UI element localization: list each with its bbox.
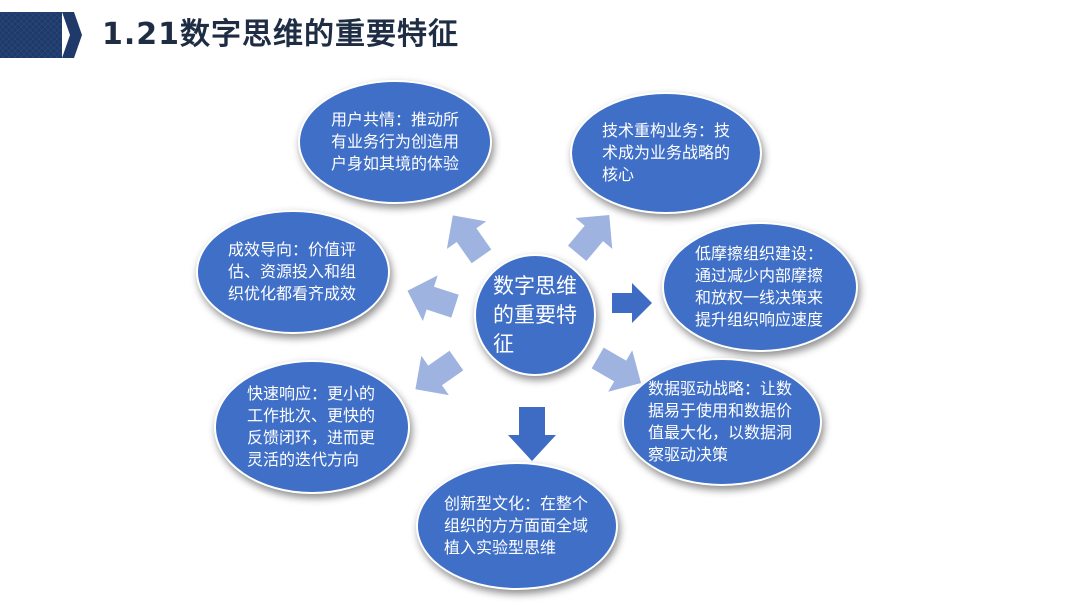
node-user-empathy: 用户共情：推动所有业务行为创造用户身如其境的体验 [298, 80, 492, 204]
center-node-label: 数字思维的重要特征 [493, 273, 577, 356]
arrow-down-left-icon [415, 350, 464, 396]
arrow-down-right-icon [591, 347, 641, 392]
node-results-oriented-text: 成效导向：价值评估、资源投入和组织优化都看齐成效 [228, 240, 357, 303]
node-innovation-culture: 创新型文化：在整个组织的方方面面全域植入实验型思维 [416, 462, 618, 590]
arrow-up-right-icon [567, 215, 613, 262]
center-node: 数字思维的重要特征 [474, 254, 596, 376]
node-data-driven: 数据驱动战略：让数据易于使用和数据价值最大化，以数据洞察驱动决策 [622, 358, 822, 486]
node-results-oriented: 成效导向：价值评估、资源投入和组织优化都看齐成效 [196, 210, 390, 334]
node-fast-response: 快速响应：更小的工作批次、更快的反馈闭环，进而更灵活的迭代方向 [214, 360, 410, 494]
node-user-empathy-text: 用户共情：推动所有业务行为创造用户身如其境的体验 [331, 110, 460, 173]
page-title: 1.21数字思维的重要特征 [102, 17, 460, 52]
arrow-right-icon [612, 283, 652, 323]
node-data-driven-text: 数据驱动战略：让数据易于使用和数据价值最大化，以数据洞察驱动决策 [648, 379, 793, 464]
node-low-friction-org-text: 低摩擦组织建设：通过减少内部摩擦和放权一线决策来提升组织响应速度 [695, 244, 824, 329]
node-tech-restructure: 技术重构业务：技术成为业务战略的核心 [570, 92, 762, 214]
node-fast-response-text: 快速响应：更小的工作批次、更快的反馈闭环，进而更灵活的迭代方向 [247, 384, 376, 469]
node-low-friction-org: 低摩擦组织建设：通过减少内部摩擦和放权一线决策来提升组织响应速度 [662, 222, 858, 352]
node-innovation-culture-text: 创新型文化：在整个组织的方方面面全域植入实验型思维 [444, 494, 589, 557]
arrow-left-icon [407, 275, 459, 321]
arrow-up-left-icon [446, 215, 492, 264]
node-tech-restructure-text: 技术重构业务：技术成为业务战略的核心 [602, 121, 731, 184]
arrow-down-icon [508, 407, 556, 461]
title-bar: 1.21数字思维的重要特征 [0, 0, 1080, 64]
title-flag-icon [0, 12, 82, 58]
